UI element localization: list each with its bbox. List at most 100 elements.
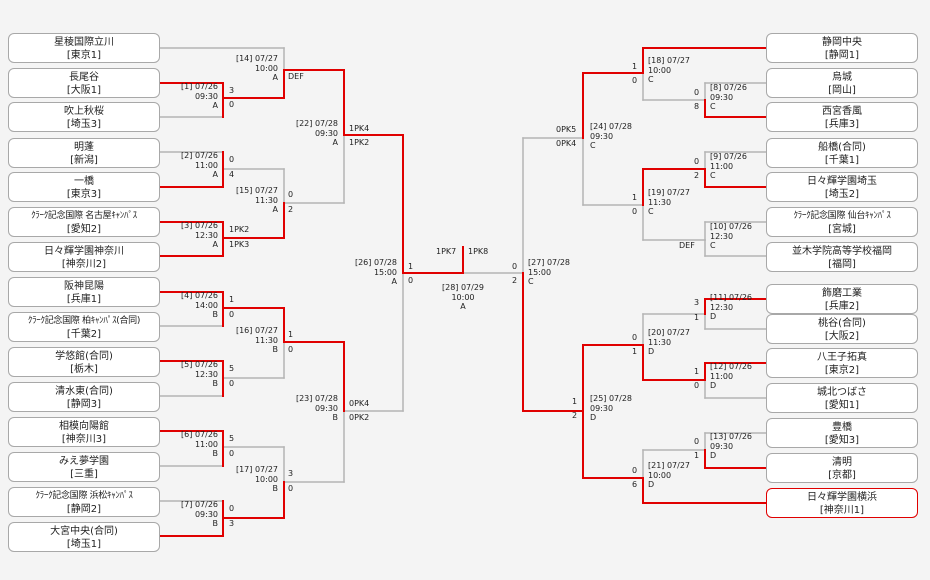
team-prefecture: [福岡] xyxy=(828,259,856,270)
match-court: A xyxy=(332,138,338,147)
match-score: 0 xyxy=(288,484,294,493)
team-box: ｸﾗｰｸ記念国際 柏ｷｬﾝﾊﾟｽ(合同) [千葉2] xyxy=(8,312,160,342)
team-box: 豊橋[愛知3] xyxy=(766,418,918,448)
match-date: 07/28 xyxy=(373,258,397,267)
match-score: 1PK2 xyxy=(349,138,370,147)
match-score: 0 xyxy=(632,207,638,216)
match-id: [4] xyxy=(181,291,193,300)
match-date: 07/26 xyxy=(194,360,218,369)
match-time: 11:30 xyxy=(648,197,672,207)
team-prefecture: [栃木] xyxy=(70,364,98,375)
team-name: 大宮中央(合同) xyxy=(50,526,118,537)
match-time: 09:30 xyxy=(590,403,614,413)
team-prefecture: [千葉2] xyxy=(66,329,102,340)
match-score: 3 xyxy=(229,519,235,528)
match-score: 3 xyxy=(229,86,235,95)
match-date: 07/26 xyxy=(728,222,753,231)
team-box: 阪神昆陽[兵庫1] xyxy=(8,277,160,307)
match-score: 1PK8 xyxy=(468,247,489,256)
match-time: 10:00 xyxy=(254,474,278,484)
team-prefecture: [神奈川3] xyxy=(61,434,107,445)
team-name: 明蓬 xyxy=(74,142,94,153)
team-prefecture: [埼玉2] xyxy=(824,189,860,200)
match-score: 0PK2 xyxy=(349,413,370,422)
team-prefecture: [兵庫1] xyxy=(66,294,102,305)
team-prefecture: [埼玉1] xyxy=(66,539,102,550)
match-court: C xyxy=(648,207,654,216)
team-name: 西宮香風 xyxy=(822,106,862,117)
team-prefecture: [大阪2] xyxy=(824,331,860,342)
match-date: 07/27 xyxy=(666,56,691,65)
match-time: 11:30 xyxy=(254,195,278,205)
match-date: 07/26 xyxy=(194,82,218,91)
match-score: 0 xyxy=(229,155,235,164)
match-time: 10:00 xyxy=(254,63,278,73)
match-score: DEF xyxy=(679,241,695,250)
team-prefecture: [神奈川2] xyxy=(61,259,107,270)
match-id: [28] xyxy=(441,283,459,292)
team-name: 日々輝学園埼玉 xyxy=(807,176,877,187)
match-score: 1 xyxy=(632,193,638,202)
team-prefecture: [静岡2] xyxy=(66,504,102,515)
match-score: 0 xyxy=(229,310,235,319)
match-id: [9] xyxy=(710,152,722,161)
match-date: 07/27 xyxy=(666,328,691,337)
match-time: 11:00 xyxy=(710,161,734,171)
match-score: 0 xyxy=(229,379,235,388)
team-name: 日々輝学園神奈川 xyxy=(44,246,124,257)
match-court: A xyxy=(460,302,466,311)
match-id: [17] xyxy=(235,465,253,474)
match-time: 09:30 xyxy=(194,91,218,101)
match-score: 0 xyxy=(229,449,235,458)
team-box: 長尾谷[大阪1] xyxy=(8,68,160,98)
match-id: [10] xyxy=(710,222,727,231)
match-time: 10:00 xyxy=(648,470,672,480)
match-court: A xyxy=(272,205,278,214)
match-date: 07/26 xyxy=(194,221,218,230)
match-court: C xyxy=(710,241,716,250)
team-name: 相模向陽館 xyxy=(59,421,109,432)
match-id: [8] xyxy=(710,83,722,92)
match-court: B xyxy=(212,310,219,319)
match-time: 14:00 xyxy=(194,300,218,310)
team-prefecture: [東京2] xyxy=(824,365,860,376)
match-date: 07/28 xyxy=(314,119,338,128)
team-box: 烏城[岡山] xyxy=(766,68,918,98)
match-score: 1 xyxy=(694,451,700,460)
team-name: ｸﾗｰｸ記念国際 柏ｷｬﾝﾊﾟｽ(合同) xyxy=(27,316,141,326)
match-court: B xyxy=(332,413,339,422)
match-time: 09:30 xyxy=(710,441,734,451)
team-prefecture: [東京1] xyxy=(66,50,102,61)
match-date: 07/27 xyxy=(254,326,278,335)
match-score: 6 xyxy=(632,480,638,489)
match-time: 11:30 xyxy=(648,337,672,347)
team-prefecture: [静岡1] xyxy=(824,50,860,61)
team-prefecture: [岡山] xyxy=(828,85,856,96)
match-id: [24] xyxy=(590,122,607,131)
match-court: B xyxy=(212,449,219,458)
match-id: [12] xyxy=(710,362,727,371)
match-date: 07/27 xyxy=(254,54,278,63)
match-id: [27] xyxy=(528,258,545,267)
match-score: 2 xyxy=(572,411,578,420)
team-box: ｸﾗｰｸ記念国際 仙台ｷｬﾝﾊﾟｽ[宮城] xyxy=(766,207,918,237)
match-court: D xyxy=(648,480,655,489)
match-date: 07/27 xyxy=(254,186,278,195)
match-time: 09:30 xyxy=(710,92,734,102)
match-date: 07/28 xyxy=(608,394,633,403)
match-court: C xyxy=(528,277,534,286)
match-id: [5] xyxy=(181,360,193,369)
match-date: 07/26 xyxy=(723,83,747,92)
